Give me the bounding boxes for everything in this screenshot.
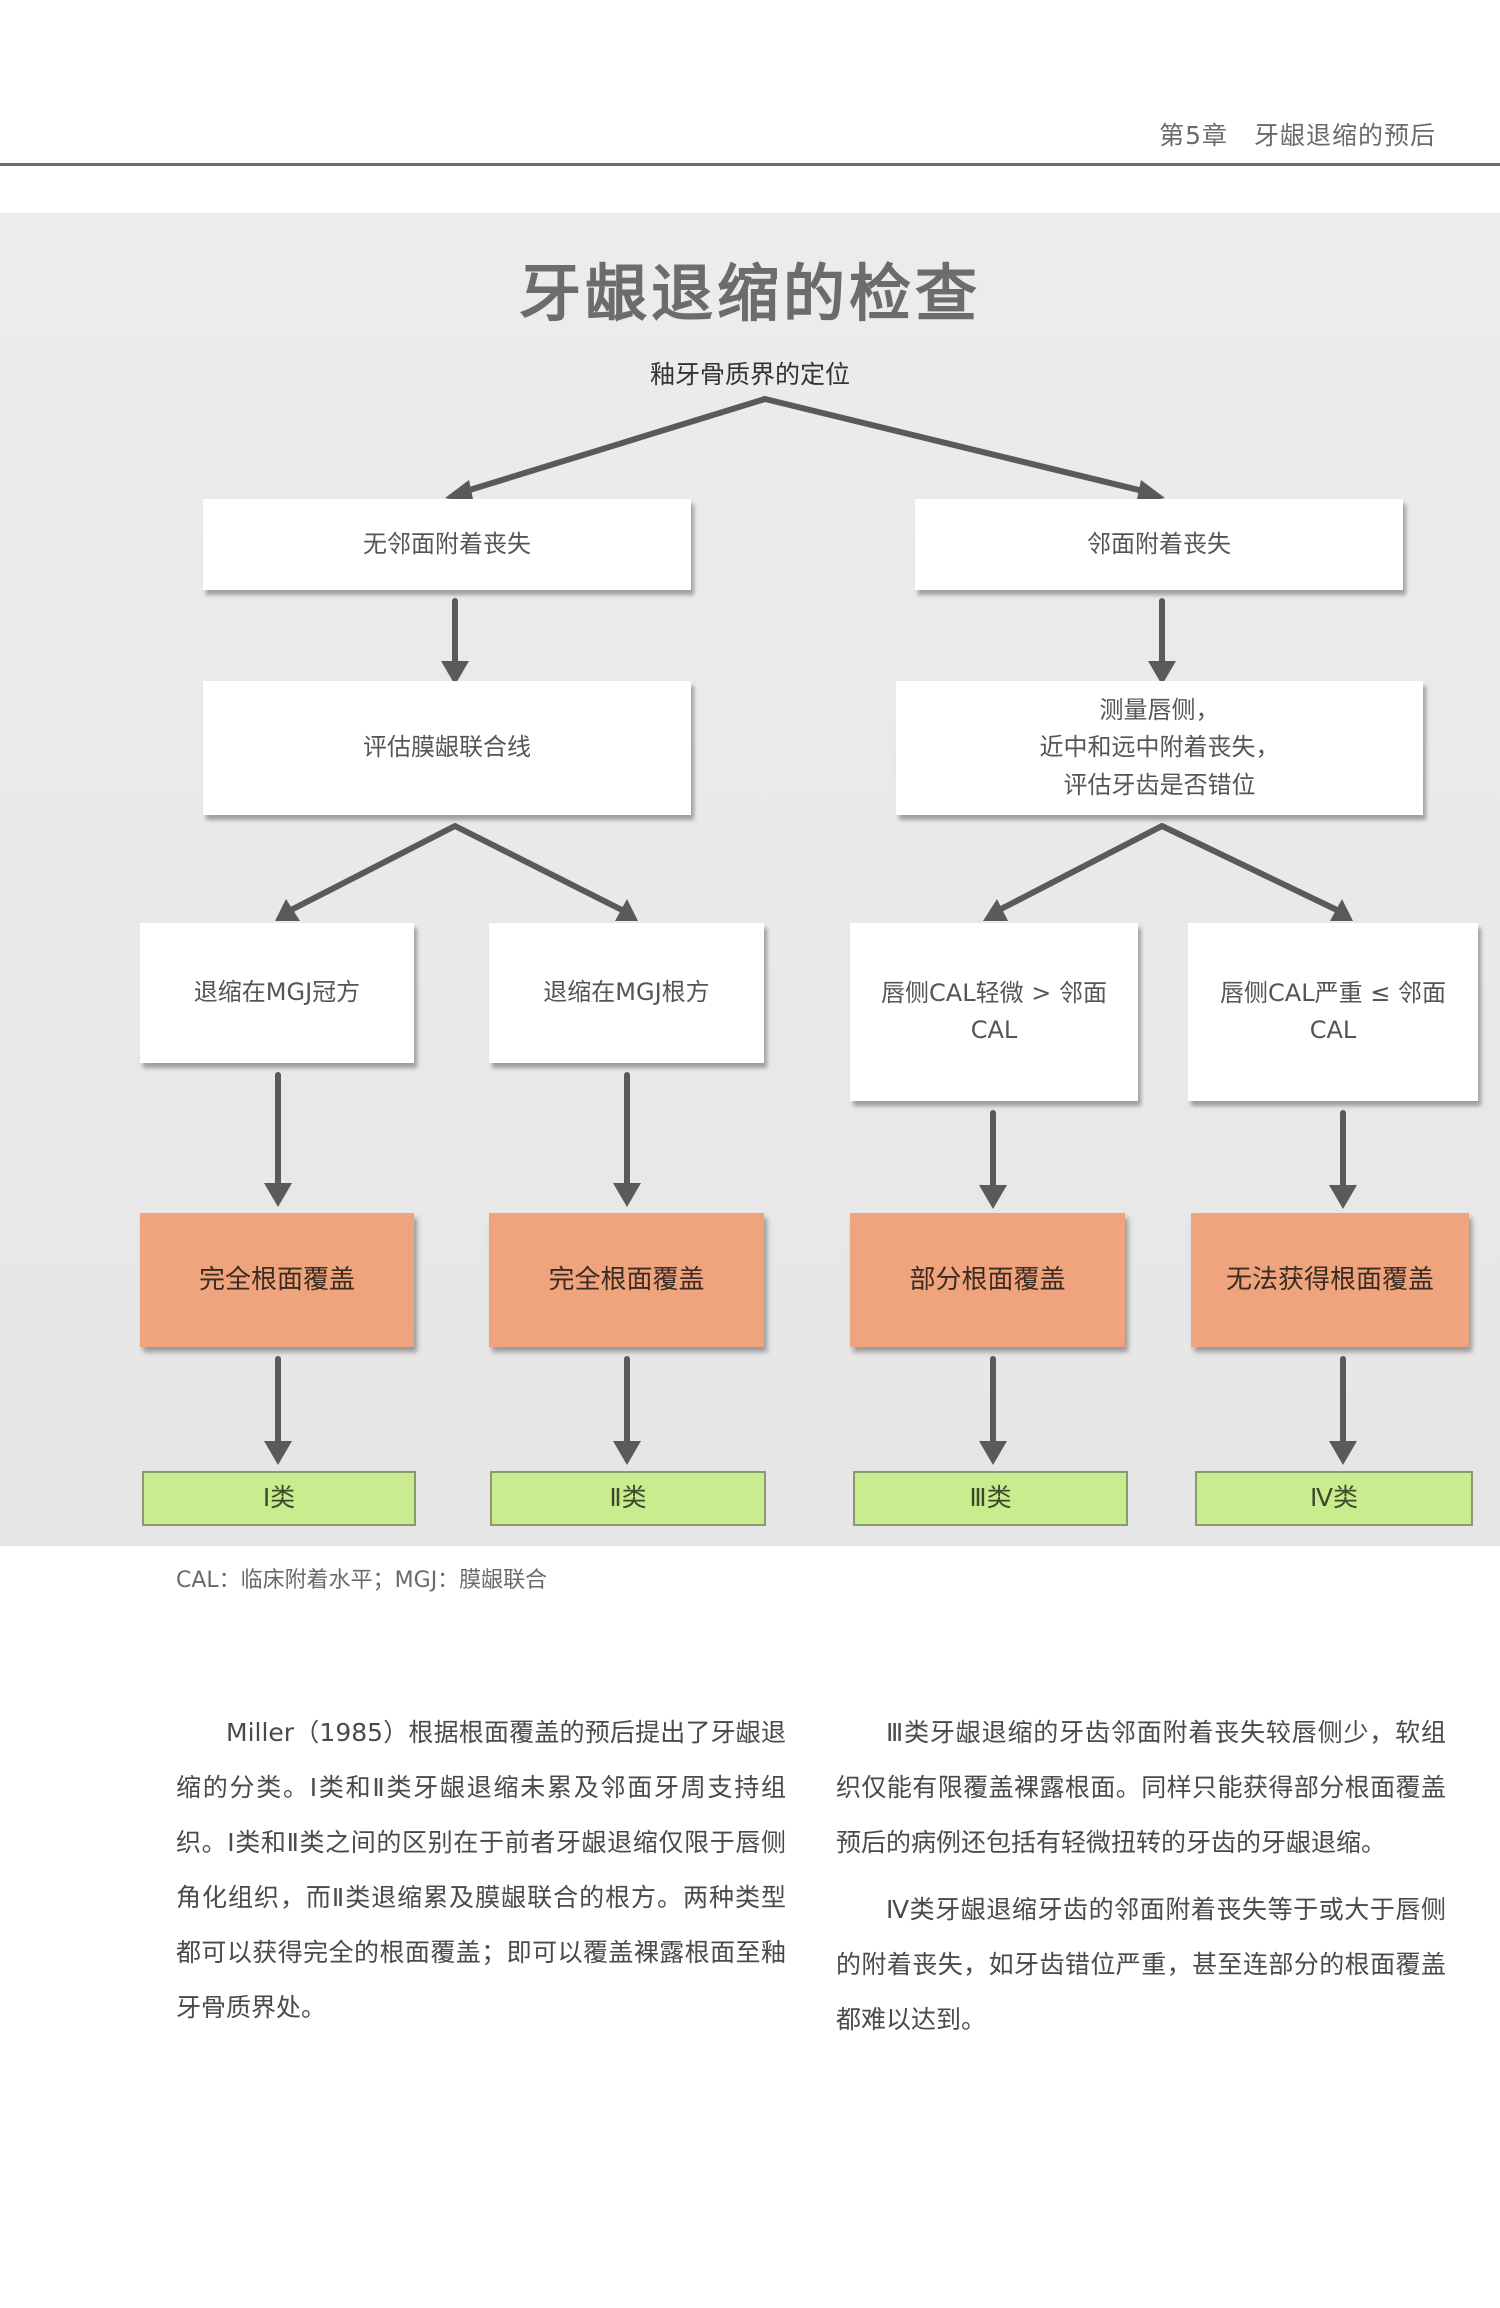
interproximal-loss-box: 邻面附着丧失 (915, 499, 1403, 590)
coronal-to-mgj-box: 退缩在MGJ冠方 (140, 923, 414, 1063)
root-node: 釉牙骨质界的定位 (649, 360, 850, 389)
arrowhead (445, 480, 474, 504)
prognosis-box-3: 部分根面覆盖 (850, 1213, 1125, 1347)
prognosis-label-3: 部分根面覆盖 (909, 1264, 1066, 1295)
class-box-3: Ⅲ类 (853, 1471, 1128, 1526)
no-interproximal-loss-label: 无邻面附着丧失 (363, 529, 531, 558)
flow-arrows (264, 396, 1357, 1465)
figure-note: CAL：临床附着水平；MGJ：膜龈联合 (176, 1568, 548, 1593)
measure-loss-box: 测量唇侧， 近中和远中附着丧失， 评估牙齿是否错位 (896, 681, 1423, 815)
assess-mgj-label: 评估膜龈联合线 (363, 733, 531, 762)
assess-mgj-box: 评估膜龈联合线 (203, 681, 691, 815)
figure-title: 牙龈退缩的检查 (518, 257, 981, 330)
class-label-4: Ⅳ类 (1309, 1483, 1359, 1513)
running-header: 第5章 牙龈退缩的预后 (1159, 121, 1436, 150)
measure-loss-line: 测量唇侧， (1099, 696, 1220, 725)
header-rule (0, 163, 1500, 166)
apical-to-mgj-box: 退缩在MGJ根方 (489, 923, 764, 1063)
arrow-right-split (996, 823, 1340, 913)
arrow-root-left (460, 396, 768, 495)
arrow-left-split (288, 823, 625, 913)
class-label-1: Ⅰ类 (262, 1483, 296, 1513)
prognosis-box-1: 完全根面覆盖 (140, 1213, 414, 1347)
cal-severe-box: 唇侧CAL严重 ≤ 邻面 CAL (1188, 923, 1478, 1101)
prognosis-label-2: 完全根面覆盖 (548, 1264, 705, 1295)
measure-loss-line: 近中和远中附着丧失， (1039, 733, 1280, 762)
class-label-2: Ⅱ类 (609, 1483, 647, 1513)
class-box-1: Ⅰ类 (142, 1471, 416, 1526)
prognosis-box-4: 无法获得根面覆盖 (1191, 1213, 1469, 1347)
prognosis-label-4: 无法获得根面覆盖 (1225, 1264, 1434, 1295)
paragraph: Ⅳ类牙龈退缩牙齿的邻面附着丧失等于或大于唇侧的附着丧失，如牙齿错位严重，甚至连部… (836, 1895, 1446, 2034)
cal-severe-line: 唇侧CAL严重 ≤ 邻面 (1220, 978, 1446, 1007)
coronal-to-mgj-label: 退缩在MGJ冠方 (193, 978, 361, 1007)
cal-mild-line: CAL (970, 1016, 1018, 1044)
paragraph: Miller（1985）根据根面覆盖的预后提出了牙龈退缩的分类。Ⅰ类和Ⅱ类牙龈退… (176, 1718, 786, 2022)
no-interproximal-loss-box: 无邻面附着丧失 (203, 499, 691, 590)
cal-mild-line: 唇侧CAL轻微 > 邻面 (881, 978, 1107, 1007)
left-column: Miller（1985）根据根面覆盖的预后提出了牙龈退缩的分类。Ⅰ类和Ⅱ类牙龈退… (176, 1705, 786, 2047)
arrow-root-right (762, 396, 1150, 495)
class-label-3: Ⅲ类 (969, 1483, 1012, 1513)
arrowhead (1136, 480, 1165, 504)
paragraph: Ⅲ类牙龈退缩的牙齿邻面附着丧失较唇侧少，软组织仅能有限覆盖裸露根面。同样只能获得… (836, 1718, 1446, 1857)
cal-mild-box: 唇侧CAL轻微 > 邻面 CAL (850, 923, 1138, 1101)
flowchart-figure: 牙龈退缩的检查 釉牙骨质界的定位 (0, 213, 1500, 1546)
interproximal-loss-label: 邻面附着丧失 (1087, 529, 1231, 558)
measure-loss-line: 评估牙齿是否错位 (1063, 770, 1256, 799)
apical-to-mgj-label: 退缩在MGJ根方 (543, 978, 710, 1007)
class-box-4: Ⅳ类 (1195, 1471, 1473, 1526)
prognosis-box-2: 完全根面覆盖 (489, 1213, 764, 1347)
cal-severe-line: CAL (1309, 1016, 1357, 1044)
class-box-2: Ⅱ类 (490, 1471, 766, 1526)
prognosis-label-1: 完全根面覆盖 (198, 1264, 355, 1295)
right-column: Ⅲ类牙龈退缩的牙齿邻面附着丧失较唇侧少，软组织仅能有限覆盖裸露根面。同样只能获得… (836, 1705, 1446, 2059)
